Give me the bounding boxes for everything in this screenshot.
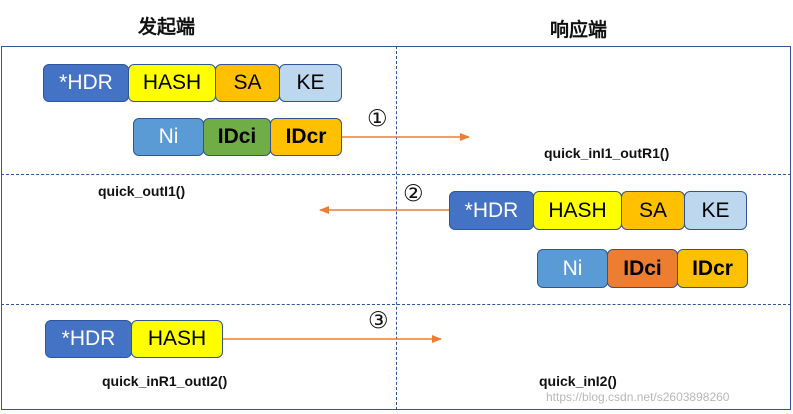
step1-marker: ① [367,105,388,131]
watermark-text: https://blog.csdn.net/s2603898260 [546,390,730,404]
step1-idcr-field: IDcr [270,118,342,156]
step1-sa-field: SA [215,64,280,102]
column-divider [396,46,397,410]
step2-idcr-field: IDcr [677,249,748,288]
step3-hdr-field: *HDR [45,320,132,358]
step2-hdr-field: *HDR [449,191,534,230]
step3-initiator-function: quick_inR1_outI2() [102,373,228,389]
step1-hash-field: HASH [128,64,216,102]
step2-ni-field: Ni [537,249,608,288]
step3-marker: ③ [368,307,389,333]
step1-idci-field: IDci [203,118,271,156]
step2-initiator-function: quick_outI1() [98,183,186,199]
responder-header: 响应端 [550,19,608,41]
step1-ke-field: KE [279,64,342,102]
step2-hash-field: HASH [533,191,622,230]
step2-sa-field: SA [621,191,685,230]
step1-hdr-field: *HDR [43,64,129,102]
step2-marker: ② [403,180,424,206]
step1-responder-function: quick_inI1_outR1() [544,145,670,161]
step3-hash-field: HASH [131,320,223,358]
step3-responder-function: quick_inI2() [539,373,617,389]
step1-ni-field: Ni [133,118,204,156]
step2-idci-field: IDci [607,249,678,288]
step2-ke-field: KE [684,191,747,230]
initiator-header: 发起端 [138,16,196,38]
